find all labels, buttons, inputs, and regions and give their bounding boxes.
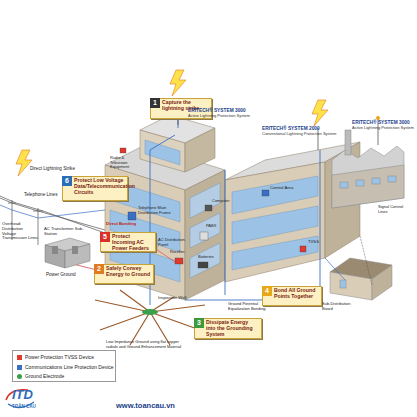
sub-station-house bbox=[330, 258, 392, 300]
part-label: Overhead Distribution Voltage Transmissi… bbox=[2, 222, 38, 241]
callout-text: Protect Low Voltage Data/Telecommunicati… bbox=[74, 178, 125, 195]
part-label: Power Ground bbox=[46, 272, 76, 277]
part-label: Ground Potential Equalization Bonding bbox=[228, 302, 268, 311]
callout-text: Safely Convey Energy to Ground bbox=[106, 266, 151, 278]
callout-number: 1 bbox=[150, 98, 160, 108]
callout-text: Bond All Ground Points Together bbox=[274, 288, 319, 300]
part-label: Radio & Television Equipment bbox=[110, 156, 140, 170]
building bbox=[105, 115, 360, 300]
down-conductors bbox=[150, 112, 320, 305]
lightning-bolt bbox=[16, 70, 328, 176]
legend-text: Communications Line Protection Device bbox=[25, 364, 114, 370]
part-label: Rectifier bbox=[170, 250, 185, 255]
callout-box: 4Bond All Ground Points Together bbox=[262, 286, 322, 306]
legend-text: Ground Electrode bbox=[25, 373, 64, 379]
legend-swatch bbox=[17, 355, 22, 360]
part-label: TVSS bbox=[308, 240, 319, 245]
logo-text: ITD bbox=[12, 388, 33, 403]
ground-electrode bbox=[142, 309, 158, 315]
legend-text: Power Protection TVSS Device bbox=[25, 354, 94, 360]
part-label: Direct Bonding bbox=[106, 222, 136, 227]
legend-box: Power Protection TVSS DeviceCommunicatio… bbox=[12, 350, 116, 382]
callout-box: 6Protect Low Voltage Data/Telecommunicat… bbox=[62, 176, 128, 201]
part-label: ERITECH® SYSTEM 3000 bbox=[188, 108, 246, 114]
part-label: AC Transformer Sub-Station bbox=[44, 227, 84, 237]
factory bbox=[332, 130, 404, 208]
part-label: Conventional Lightning Protection System bbox=[262, 132, 336, 137]
legend-swatch bbox=[17, 365, 22, 370]
windows bbox=[110, 140, 318, 282]
callout-box: 5Protect Incoming AC Power Feeders bbox=[100, 232, 156, 252]
callout-number: 2 bbox=[94, 264, 104, 274]
callout-number: 5 bbox=[100, 232, 110, 242]
power-lines bbox=[0, 196, 105, 272]
legend-row: Communications Line Protection Device bbox=[17, 363, 114, 371]
callout-text: Protect Incoming AC Power Feeders bbox=[112, 234, 153, 251]
part-label: Signal Control Lines bbox=[378, 205, 412, 214]
legend-row: Ground Electrode bbox=[17, 372, 64, 380]
logo-text: www.toancau.vn bbox=[116, 402, 175, 411]
substation bbox=[45, 238, 90, 268]
part-label: PABX bbox=[206, 224, 216, 229]
callout-number: 3 bbox=[194, 318, 204, 328]
part-label: Computer bbox=[212, 199, 230, 204]
part-label: Active Lightning Protection System bbox=[352, 126, 414, 131]
callout-box: 3Dissipate Energy into the Grounding Sys… bbox=[194, 318, 262, 339]
callout-text: Dissipate Energy into the Grounding Syst… bbox=[206, 320, 259, 337]
logo-text: TOÀN CẦU bbox=[12, 404, 36, 409]
part-label: Direct Lightning Strike bbox=[30, 166, 75, 171]
legend-row: Power Protection TVSS Device bbox=[17, 353, 94, 361]
part-label: Control Area bbox=[270, 186, 293, 191]
part-label: AC Distribution Panel bbox=[158, 238, 188, 247]
part-label: Inspection Well bbox=[158, 296, 186, 301]
part-label: ERITECH® SYSTEM 3000 bbox=[352, 120, 410, 126]
part-label: Telephone Lines bbox=[24, 192, 57, 197]
part-label: Active Lightning Protection System bbox=[188, 114, 250, 119]
callout-number: 6 bbox=[62, 176, 72, 186]
part-label: Batteries bbox=[198, 255, 214, 260]
part-label: Sub-Distribution Board bbox=[322, 302, 354, 311]
callout-box: 2Safely Convey Energy to Ground bbox=[94, 264, 154, 284]
legend-swatch bbox=[17, 374, 22, 379]
part-label: Telephone Main Distribution Frame bbox=[138, 206, 174, 215]
part-label: Low Impedance Ground using flat copper r… bbox=[106, 340, 188, 349]
part-label: ERITECH® SYSTEM 2000 bbox=[262, 126, 320, 132]
callout-number: 4 bbox=[262, 286, 272, 296]
